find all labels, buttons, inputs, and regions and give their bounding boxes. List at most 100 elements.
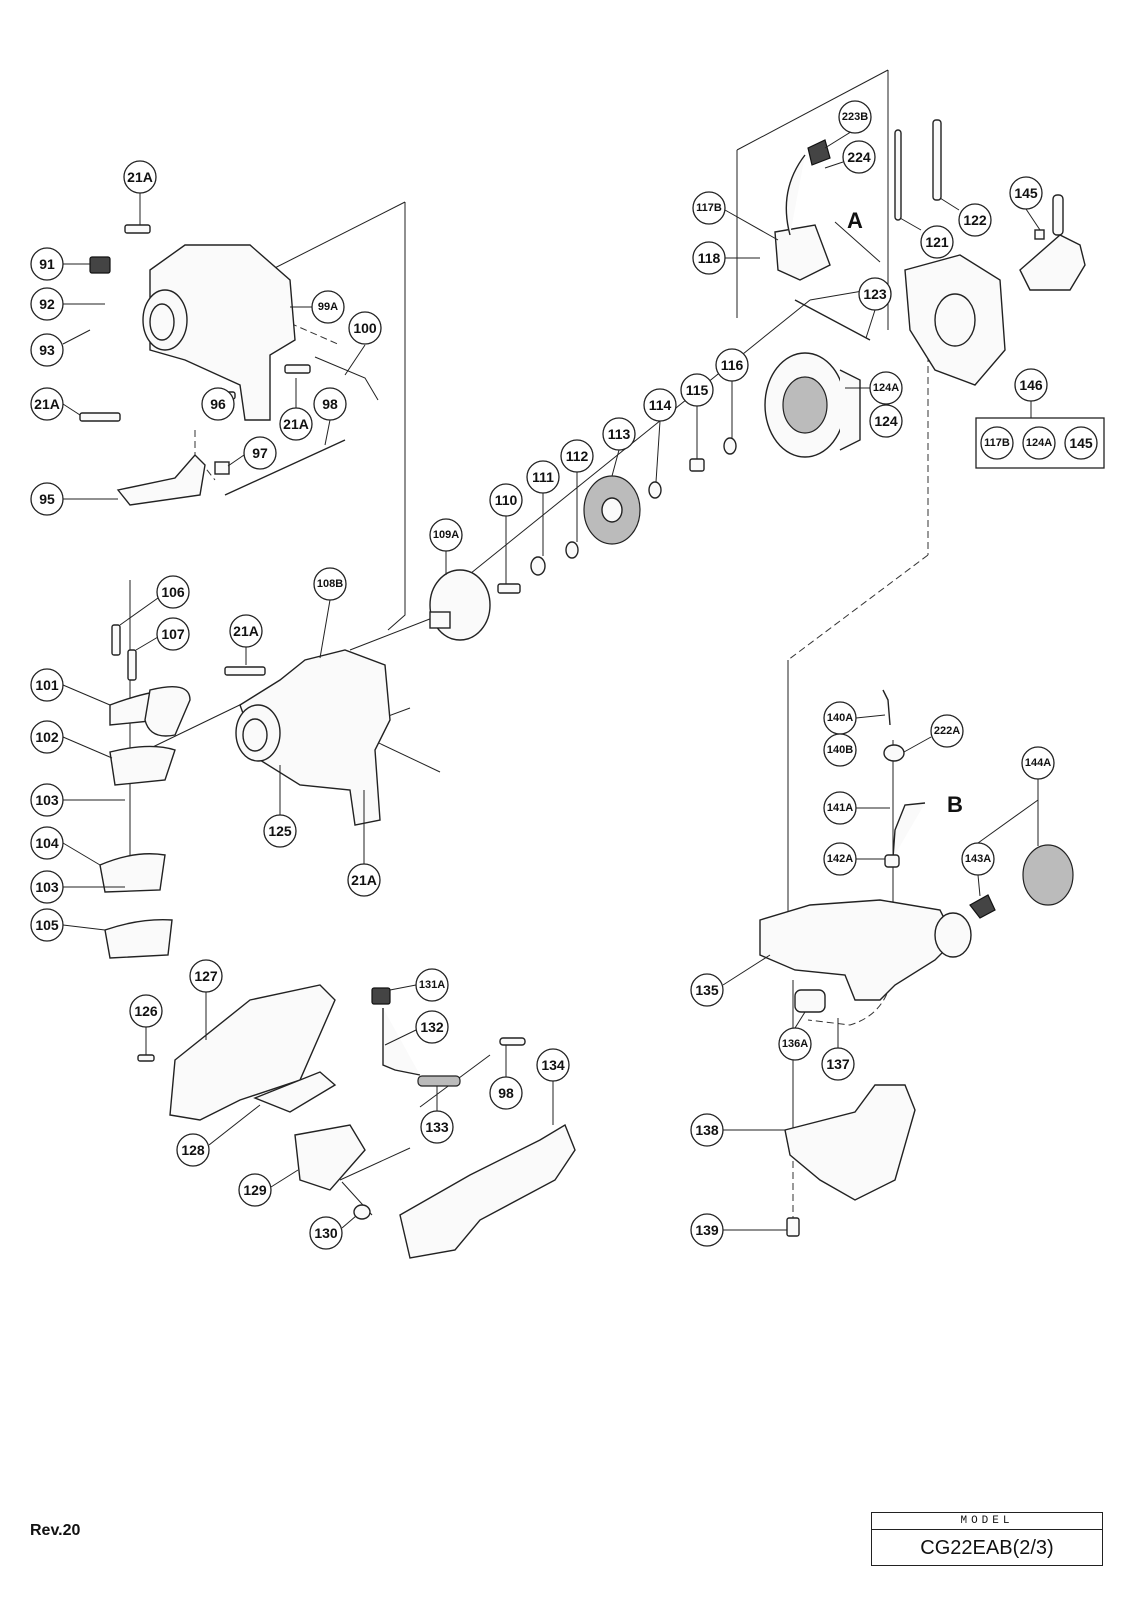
svg-text:106: 106 <box>161 584 185 600</box>
gear-case-shape <box>239 649 391 826</box>
svg-text:21A: 21A <box>351 872 377 888</box>
callout-129[interactable]: 129 <box>238 1169 299 1207</box>
callout-140B[interactable]: 140B <box>823 733 857 767</box>
callout-113[interactable]: 113 <box>602 417 636 477</box>
svg-text:128: 128 <box>181 1142 205 1158</box>
callout-223B[interactable]: 223B <box>824 100 872 149</box>
svg-text:113: 113 <box>608 426 631 442</box>
svg-text:124: 124 <box>874 413 898 429</box>
callout-135[interactable]: 135 <box>690 954 771 1007</box>
callout-116[interactable]: 116 <box>715 348 749 438</box>
crankshaft-shape <box>1019 234 1086 291</box>
svg-text:104: 104 <box>35 835 59 851</box>
callout-123[interactable]: 123 <box>858 277 892 339</box>
svg-text:133: 133 <box>425 1119 449 1135</box>
callout-144A[interactable]: 144A <box>1021 746 1055 846</box>
callout-224[interactable]: 224 <box>824 140 876 174</box>
svg-text:96: 96 <box>210 396 226 412</box>
callout-112[interactable]: 112 <box>560 439 594 542</box>
callout-131A[interactable]: 131A <box>389 968 449 1002</box>
svg-text:139: 139 <box>695 1222 719 1238</box>
callout-97[interactable]: 97 <box>227 436 277 470</box>
callout-138[interactable]: 138 <box>690 1113 785 1147</box>
svg-text:98: 98 <box>498 1085 514 1101</box>
callout-93[interactable]: 93 <box>30 329 91 367</box>
ignition-coil-shape <box>774 224 831 281</box>
svg-text:99A: 99A <box>318 301 338 313</box>
callout-146-145[interactable]: 145 <box>1064 426 1098 460</box>
callout-109A[interactable]: 109A <box>429 518 463 575</box>
callout-130[interactable]: 130 <box>309 1215 357 1250</box>
callout-122[interactable]: 122 <box>939 197 992 237</box>
callout-103a[interactable]: 103 <box>30 783 125 817</box>
callout-134[interactable]: 134 <box>536 1048 570 1125</box>
callout-99A[interactable]: 99A <box>290 290 345 324</box>
callout-222A[interactable]: 222A <box>903 714 964 753</box>
callout-21A-mid[interactable]: 21A <box>279 378 313 441</box>
callout-143A[interactable]: 143A <box>961 799 1039 897</box>
callout-21A-left[interactable]: 21A <box>30 387 81 421</box>
callout-110[interactable]: 110 <box>489 483 523 584</box>
model-box: MODEL CG22EAB(2/3) <box>871 1512 1103 1566</box>
callout-126[interactable]: 126 <box>129 994 163 1055</box>
svg-text:107: 107 <box>161 626 185 642</box>
callout-107[interactable]: 107 <box>135 617 190 651</box>
svg-text:118: 118 <box>698 250 721 266</box>
callout-95[interactable]: 95 <box>30 482 118 516</box>
svg-text:101: 101 <box>35 677 59 693</box>
kit-146-box: 117B 124A 145 <box>975 417 1105 469</box>
callout-21A-top[interactable]: 21A <box>123 160 157 225</box>
callout-117B[interactable]: 117B <box>692 191 779 241</box>
callout-104[interactable]: 104 <box>30 826 101 866</box>
callout-141A[interactable]: 141A <box>823 791 890 825</box>
svg-text:108B: 108B <box>317 578 343 590</box>
callout-21A-housing[interactable]: 21A <box>229 614 263 665</box>
callout-128[interactable]: 128 <box>176 1104 261 1167</box>
svg-text:112: 112 <box>566 448 589 464</box>
callout-146[interactable]: 146 <box>1014 368 1048 418</box>
callout-111[interactable]: 111 <box>526 460 560 556</box>
callout-98-bottom[interactable]: 98 <box>489 1045 523 1110</box>
svg-text:146: 146 <box>1019 377 1043 393</box>
callout-124A[interactable]: 124A <box>845 371 903 405</box>
callout-100[interactable]: 100 <box>344 311 382 376</box>
callout-140A[interactable]: 140A <box>823 701 886 735</box>
callout-146-117B[interactable]: 117B <box>980 426 1014 460</box>
callout-118[interactable]: 118 <box>692 241 760 275</box>
callout-103b[interactable]: 103 <box>30 870 125 904</box>
callout-139[interactable]: 139 <box>690 1213 787 1247</box>
callout-21A-bottom[interactable]: 21A <box>347 790 381 897</box>
callout-101[interactable]: 101 <box>30 668 111 706</box>
callout-98-top[interactable]: 98 <box>313 387 347 446</box>
callout-127[interactable]: 127 <box>189 959 223 1040</box>
callout-121[interactable]: 121 <box>899 217 954 259</box>
svg-text:117B: 117B <box>984 437 1010 449</box>
svg-text:222A: 222A <box>934 725 960 737</box>
svg-text:115: 115 <box>686 382 709 398</box>
callout-133[interactable]: 133 <box>420 1086 454 1144</box>
callout-124[interactable]: 124 <box>869 404 903 438</box>
callout-102[interactable]: 102 <box>30 720 113 759</box>
callout-146-124A[interactable]: 124A <box>1022 426 1056 460</box>
callout-105[interactable]: 105 <box>30 908 106 942</box>
callout-106[interactable]: 106 <box>119 575 190 626</box>
callout-91[interactable]: 91 <box>30 247 90 281</box>
svg-text:21A: 21A <box>127 169 153 185</box>
callout-96[interactable]: 96 <box>201 387 235 421</box>
callout-145[interactable]: 145 <box>1009 176 1043 231</box>
hanger-shape <box>784 1084 916 1201</box>
callout-115[interactable]: 115 <box>680 373 714 459</box>
switch-shape <box>89 256 111 274</box>
svg-text:102: 102 <box>35 729 59 745</box>
callout-137[interactable]: 137 <box>821 1018 855 1081</box>
svg-text:124A: 124A <box>873 382 899 394</box>
callout-114[interactable]: 114 <box>643 388 677 483</box>
callout-108B[interactable]: 108B <box>313 567 347 659</box>
callout-132[interactable]: 132 <box>384 1010 449 1046</box>
callout-142A[interactable]: 142A <box>823 842 885 876</box>
callout-92[interactable]: 92 <box>30 287 105 321</box>
callout-136A[interactable]: 136A <box>778 1011 812 1061</box>
svg-text:98: 98 <box>322 396 338 412</box>
callout-125[interactable]: 125 <box>263 765 297 848</box>
